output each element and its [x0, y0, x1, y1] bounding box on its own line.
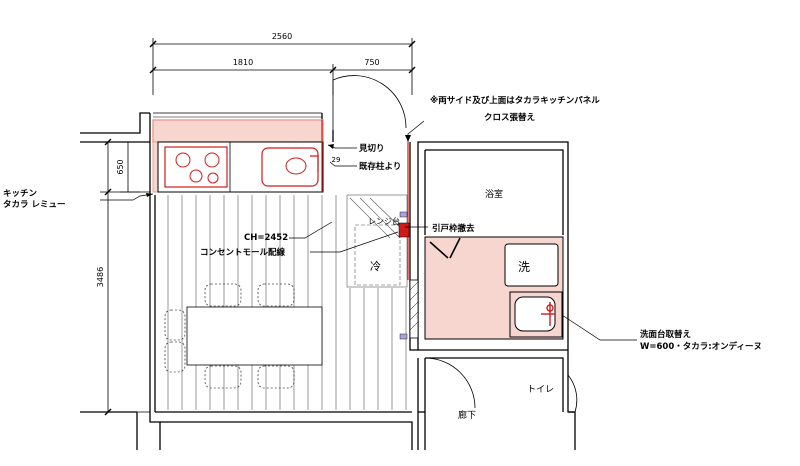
kitchen-panel-highlight	[152, 119, 324, 143]
outlet-wiring-label: コンセントモール配線	[200, 247, 286, 258]
burner-icon	[207, 172, 219, 184]
frame-marker-small	[399, 211, 408, 218]
washer-label: 洗	[518, 260, 530, 274]
dim-right-width: 750	[364, 58, 379, 67]
dim-counter-depth: 650	[116, 159, 125, 174]
chairs	[164, 283, 295, 389]
burner-icon	[175, 152, 191, 168]
door-swings	[332, 75, 578, 413]
dim-left-width: 1810	[233, 58, 253, 67]
sink	[261, 147, 319, 187]
dim-overall-width: 2560	[272, 32, 292, 41]
dimension-lines	[100, 38, 413, 413]
wall-post-hatch	[409, 281, 419, 331]
vanity-model-label: W=600・タカラ:オンディーヌ	[640, 341, 762, 352]
fridge-label: 冷	[370, 260, 381, 273]
floor-boards	[167, 195, 407, 410]
toilet-label: トイレ	[527, 385, 554, 395]
kitchen-label: キッチン	[3, 189, 38, 199]
kitchen-model-label: タカラ レミュー	[3, 199, 65, 210]
leader-arrows	[146, 135, 411, 197]
vanity-label: 洗面台取替え	[640, 329, 691, 340]
mikiri-label: 見切り	[358, 143, 385, 154]
fridge-area	[346, 194, 408, 288]
bath-door-icon	[429, 237, 461, 259]
red-accent-lines	[321, 120, 409, 280]
frame-marker-small	[399, 333, 408, 340]
burner-icon	[189, 169, 203, 183]
sliding-frame-marker	[398, 222, 410, 238]
range-stand-label: レンジ台	[368, 216, 400, 226]
burner-icon	[204, 152, 220, 168]
kitchen-panel-side	[152, 141, 159, 193]
cloth-label: クロス張替え	[484, 112, 535, 123]
walls	[80, 112, 576, 450]
wall-post	[409, 279, 419, 339]
ceiling-height-label: CH=2452	[244, 233, 288, 243]
panel-note: ※両サイド及び上面はタカラキッチンパネル	[430, 95, 600, 106]
faucet-icon	[310, 155, 319, 172]
dim-gap: 29	[332, 156, 341, 164]
sliding-frame-label: 引戸枠撤去	[432, 223, 475, 234]
bathroom-label: 浴室	[485, 188, 503, 200]
cooktop	[164, 146, 228, 188]
sink-bowl-icon	[285, 157, 307, 175]
washing-machine	[504, 243, 559, 287]
vanity-faucet-icon	[541, 302, 555, 326]
dining-table	[186, 306, 323, 366]
dim-room-depth: 3486	[96, 267, 105, 287]
hallway-label: 廊下	[458, 409, 476, 421]
existing-column-label: 既存柱より	[359, 161, 401, 172]
